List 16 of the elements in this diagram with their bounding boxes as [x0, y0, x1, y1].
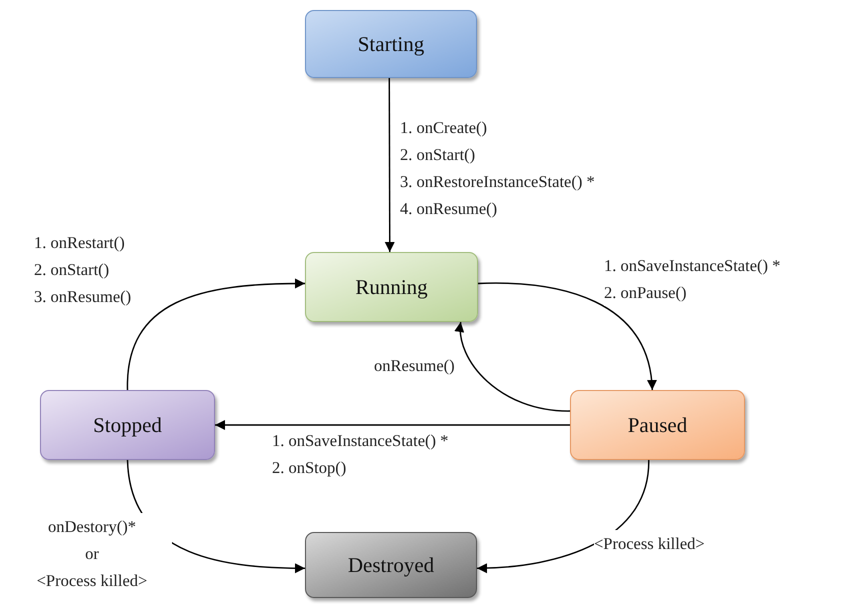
- arrow: [384, 78, 395, 252]
- state-box: [40, 390, 215, 460]
- state-box: [305, 10, 477, 78]
- state-box: [570, 390, 745, 460]
- arrow: [476, 460, 650, 573]
- state-name: Running: [355, 274, 428, 300]
- state-name: Paused: [628, 412, 688, 438]
- arrow: [478, 282, 656, 390]
- state-name: Destroyed: [348, 552, 434, 578]
- state-name: Stopped: [93, 412, 162, 438]
- state-box: [305, 252, 478, 322]
- state-box: [305, 532, 477, 598]
- state-name: Starting: [358, 32, 424, 56]
- arrow: [455, 322, 570, 412]
- arrow: [215, 420, 570, 430]
- arrow: [126, 278, 305, 390]
